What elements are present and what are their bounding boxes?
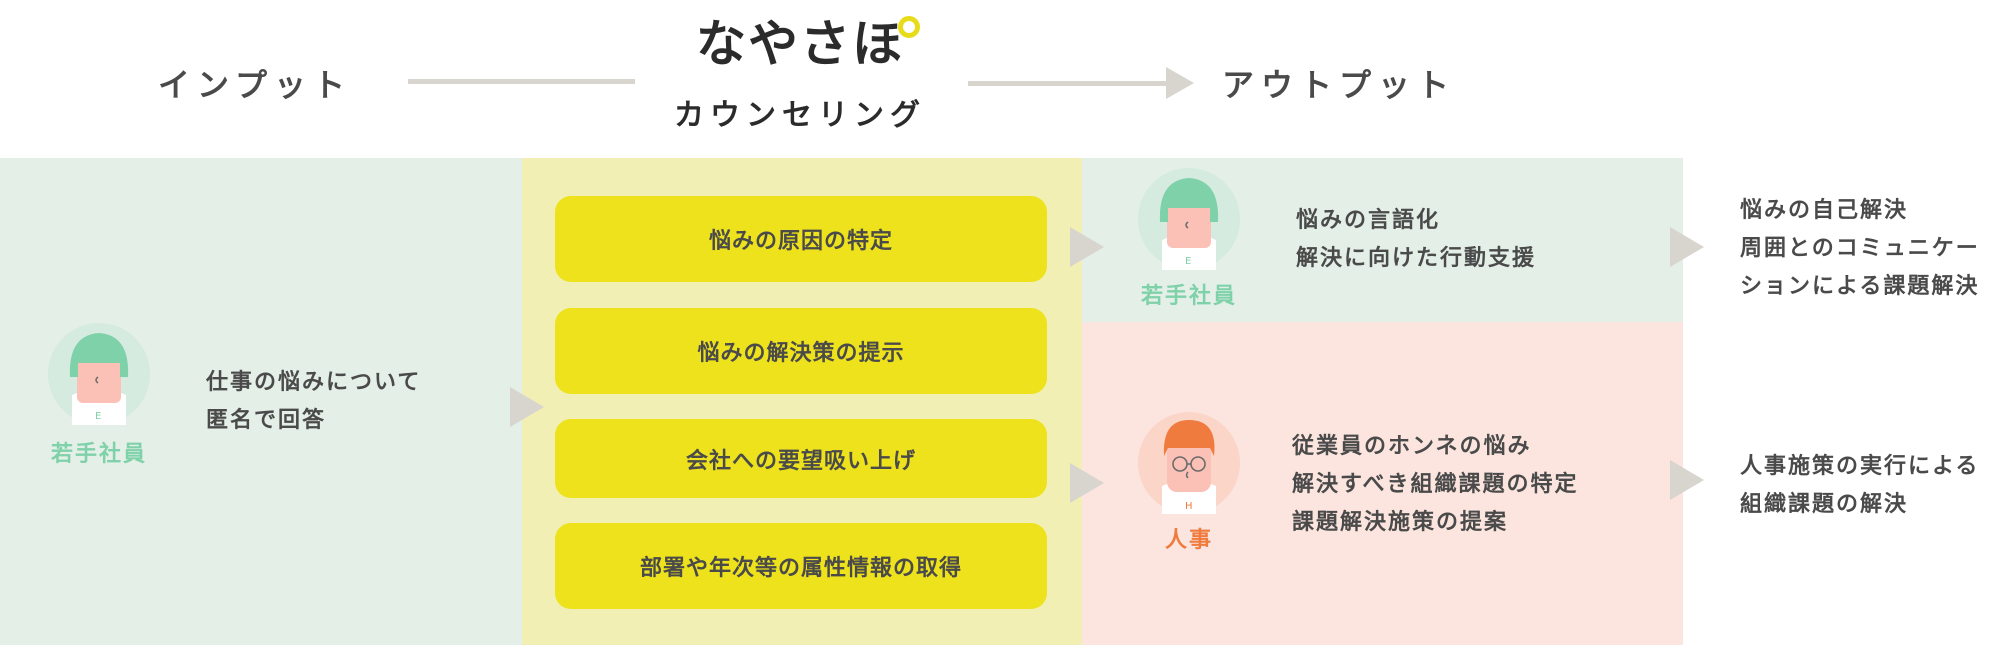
hr-output-role-label: 人事 xyxy=(1164,528,1213,553)
input-role-label: 若手社員 xyxy=(50,442,147,467)
counseling-subtitle: カウンセリング xyxy=(674,98,926,133)
counseling-item: 部署や年次等の属性情報の取得 xyxy=(555,523,1047,609)
output-arrow-icon xyxy=(1166,67,1194,99)
hr-result-arrow-icon xyxy=(1670,460,1704,500)
employee-output-description: 悩みの言語化 解決に向けた行動支援 xyxy=(1296,202,1536,278)
input-description: 仕事の悩みについて 匿名で回答 xyxy=(206,364,421,440)
employee-result-line: ションによる課題解決 xyxy=(1740,274,1980,299)
employee-output-role-label: 若手社員 xyxy=(1140,284,1237,309)
svg-text:E: E xyxy=(95,411,101,422)
input-label: インプット xyxy=(158,66,353,104)
employee-output-line: 悩みの言語化 xyxy=(1296,208,1441,233)
hr-result-line: 人事施策の実行による xyxy=(1740,454,1980,479)
hr-output-line: 課題解決施策の提案 xyxy=(1292,510,1509,535)
input-connector-line xyxy=(408,79,635,84)
hr-output-arrow-icon xyxy=(1070,463,1104,503)
logo-text: なやさほ xyxy=(696,15,904,73)
hr-result-line: 組織課題の解決 xyxy=(1740,492,1909,517)
hr-person-avatar-icon: H xyxy=(1138,412,1240,514)
employee-output-line: 解決に向けた行動支援 xyxy=(1296,246,1537,271)
young-employee-avatar-icon: E xyxy=(48,323,150,425)
input-arrow-icon xyxy=(510,387,544,427)
counseling-item: 悩みの原因の特定 xyxy=(555,196,1047,282)
employee-result-line: 悩みの自己解決 xyxy=(1740,198,1909,223)
hr-result: 人事施策の実行による 組織課題の解決 xyxy=(1740,448,1979,524)
hr-output-line: 解決すべき組織課題の特定 xyxy=(1292,472,1579,497)
employee-result: 悩みの自己解決 周囲とのコミュニケー ションによる課題解決 xyxy=(1740,192,1980,306)
hr-output-description: 従業員のホンネの悩み 解決すべき組織課題の特定 課題解決施策の提案 xyxy=(1292,428,1578,542)
logo-dot-icon xyxy=(898,16,920,38)
input-description-line: 匿名で回答 xyxy=(206,408,327,433)
svg-text:E: E xyxy=(1185,256,1191,267)
input-description-line: 仕事の悩みについて xyxy=(206,370,422,395)
svg-text:H: H xyxy=(1185,501,1193,512)
employee-output-arrow-icon xyxy=(1070,227,1104,267)
output-connector-line xyxy=(968,81,1168,86)
employee-result-arrow-icon xyxy=(1670,227,1704,267)
young-employee-avatar-icon: E xyxy=(1138,168,1240,270)
output-label: アウトプット xyxy=(1222,66,1457,104)
counseling-item: 会社への要望吸い上げ xyxy=(555,419,1047,498)
employee-result-line: 周囲とのコミュニケー xyxy=(1740,236,1980,261)
hr-output-line: 従業員のホンネの悩み xyxy=(1292,434,1532,459)
counseling-item: 悩みの解決策の提示 xyxy=(555,308,1047,394)
